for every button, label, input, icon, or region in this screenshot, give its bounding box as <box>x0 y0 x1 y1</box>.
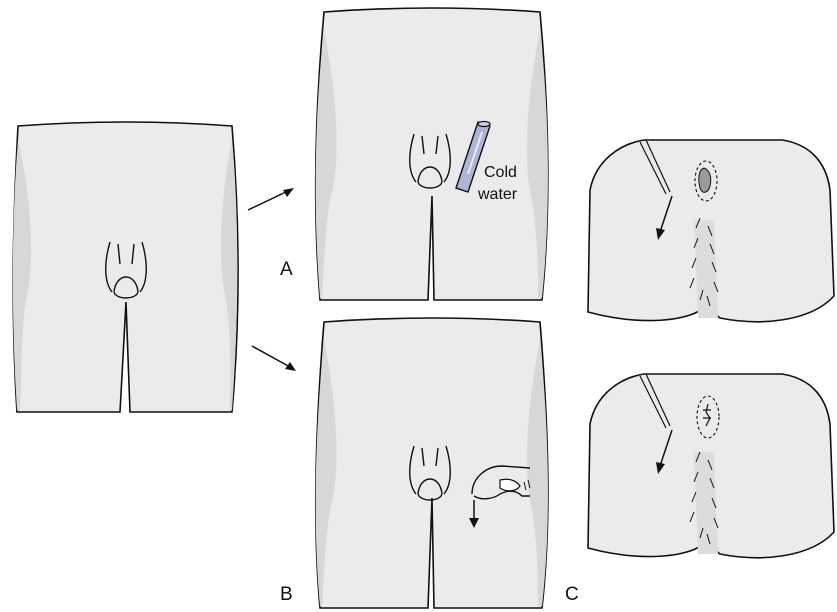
label-a: A <box>280 259 293 280</box>
arrow-to-a <box>248 188 294 210</box>
callout-water: water <box>477 186 518 203</box>
torso-b-body <box>316 318 548 608</box>
label-b: B <box>280 584 293 605</box>
buttocks-top <box>588 140 834 322</box>
buttocks-bottom <box>588 374 834 558</box>
torso-original <box>13 122 238 412</box>
torso-original-body <box>13 122 238 412</box>
callout-cold: Cold <box>484 164 517 181</box>
lesion-spot <box>699 168 711 192</box>
arrow-to-b <box>252 346 296 371</box>
label-c: C <box>565 584 579 605</box>
torso-a: Cold water <box>316 8 548 300</box>
torso-a-body <box>316 8 548 300</box>
torso-b <box>316 318 548 608</box>
